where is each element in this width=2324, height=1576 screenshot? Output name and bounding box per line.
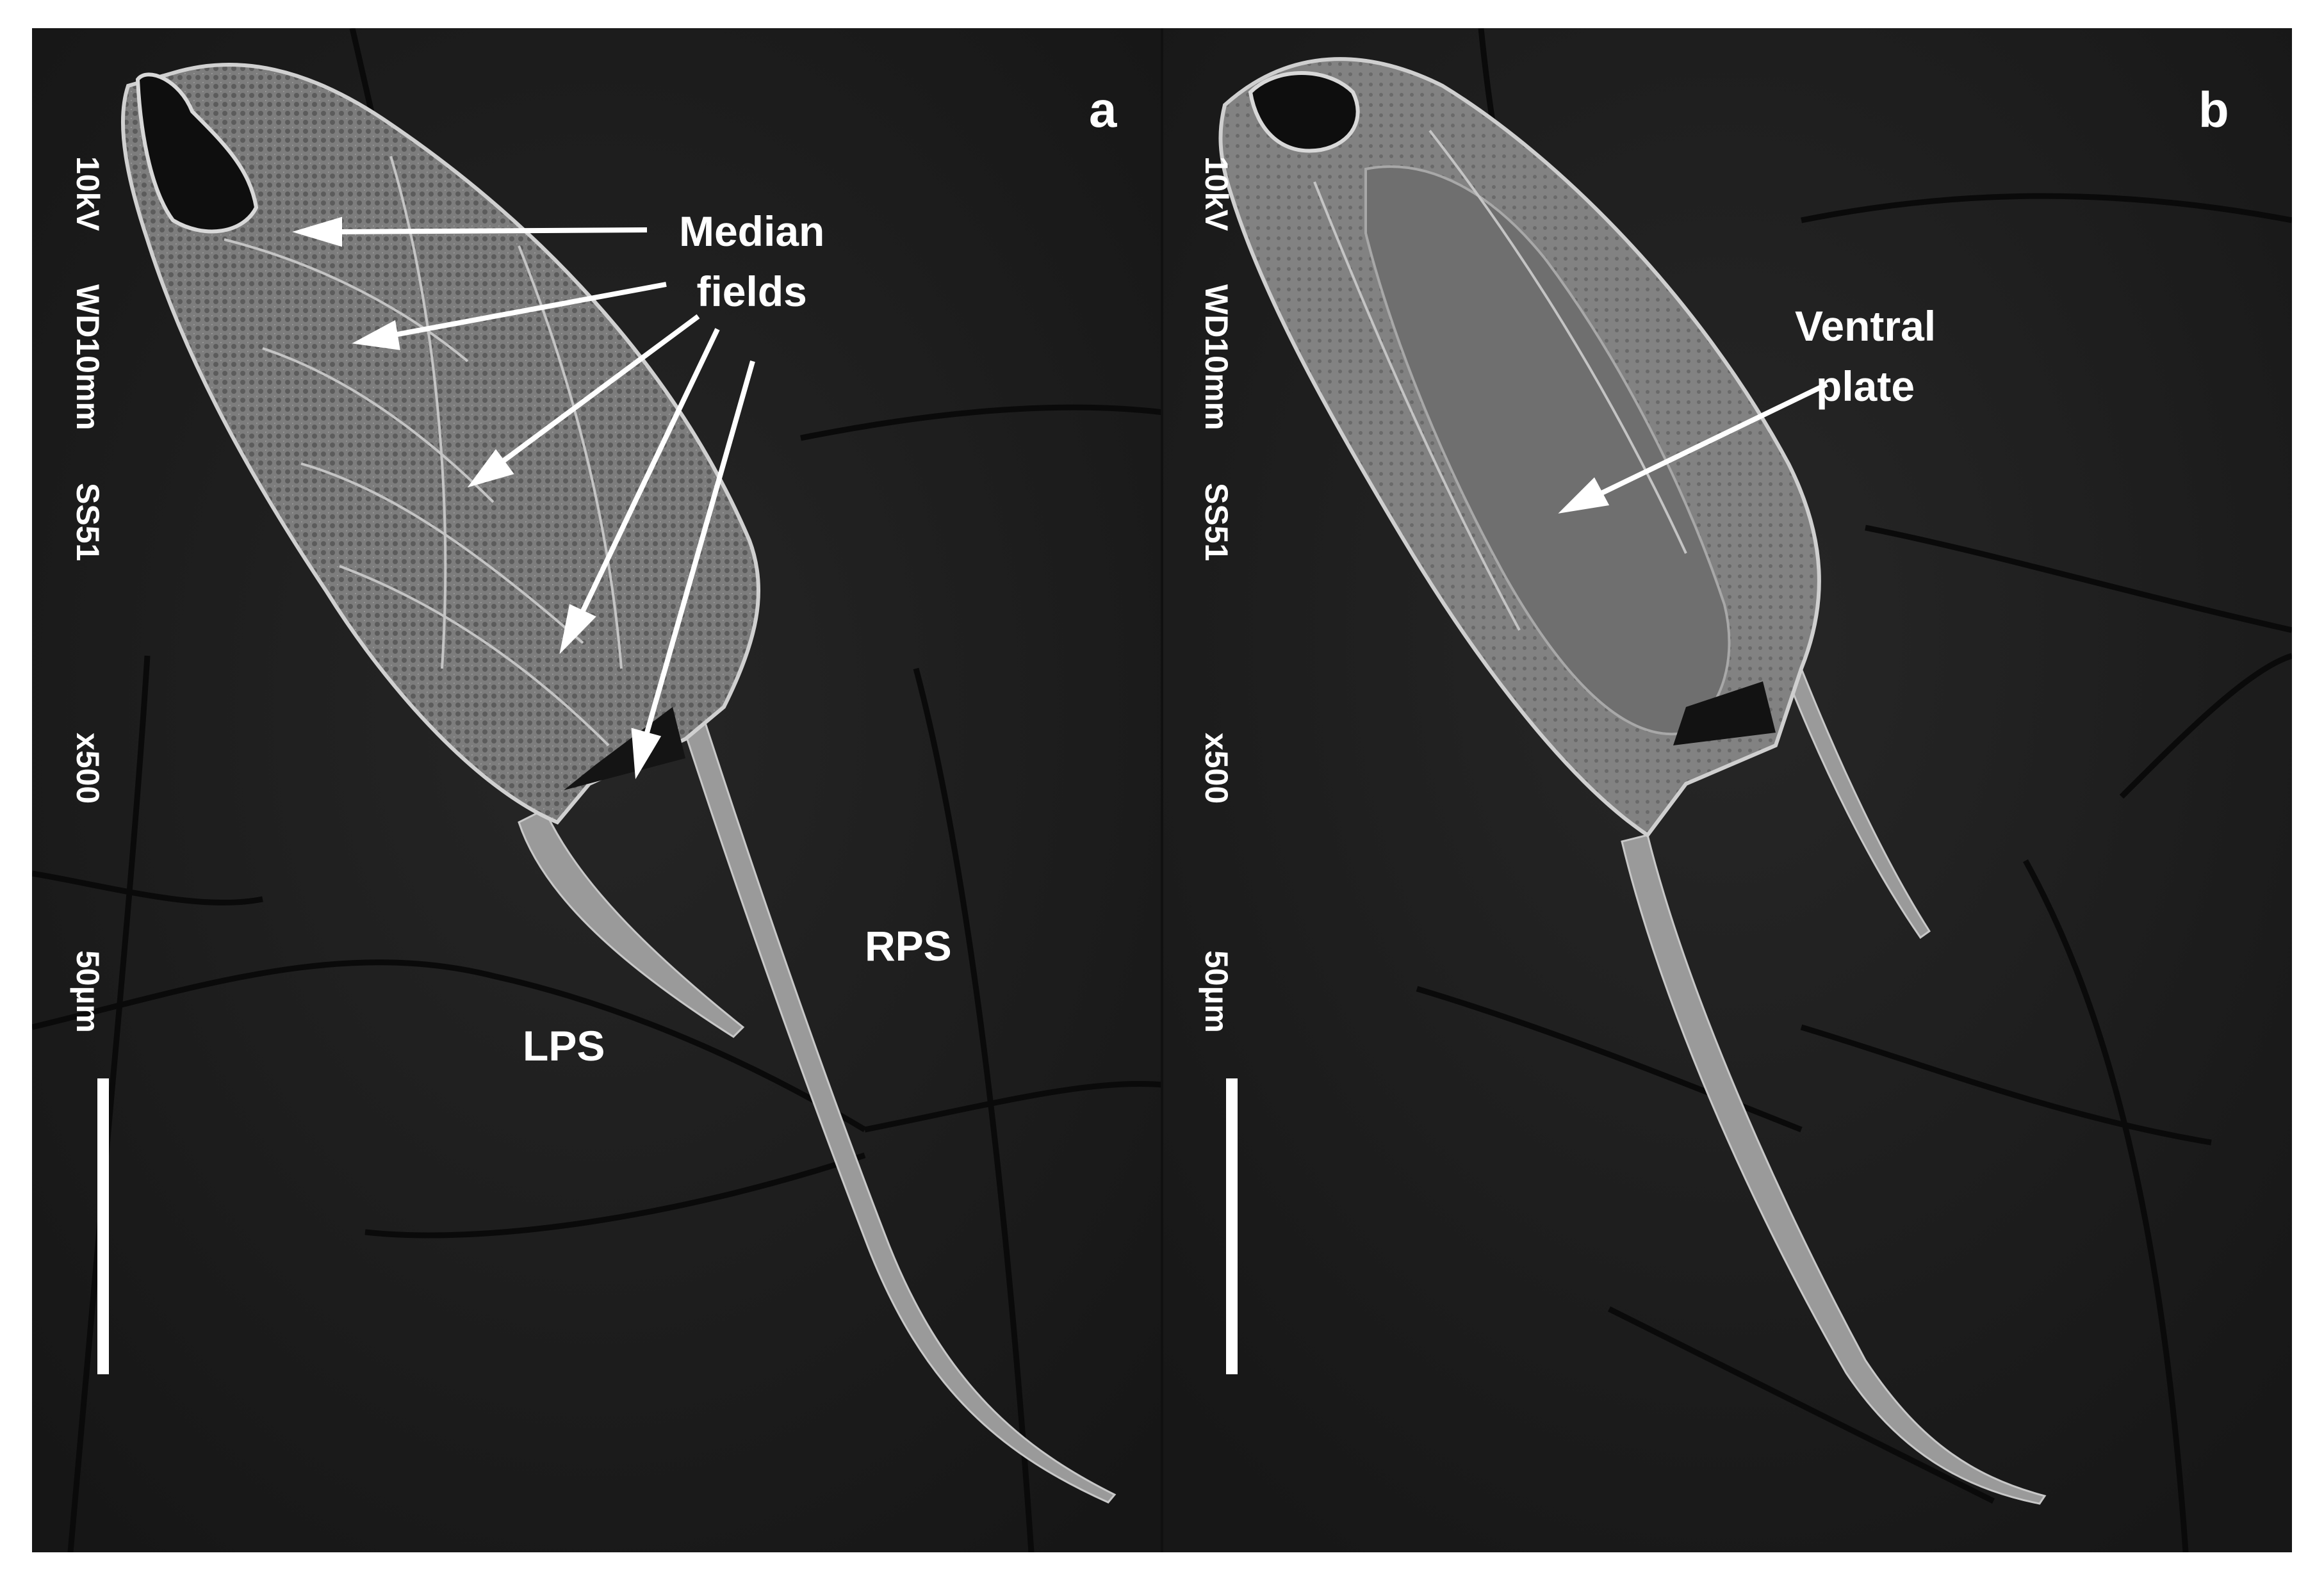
lps-label: LPS [523, 1022, 605, 1069]
scale-label: 50µm [70, 950, 106, 1033]
panel-letter-b: b [2198, 81, 2229, 138]
short-posterior-spine [1787, 667, 1931, 939]
voltage-label: 10kV [1199, 156, 1234, 231]
scale-label: 50µm [1199, 950, 1234, 1033]
panel-letter-a: a [1089, 81, 1117, 138]
magnification-label: x500 [1199, 733, 1234, 804]
median-line1: Median [679, 207, 825, 255]
sem-panel-a: a 10kV WD10mm SS51 x500 50µm Median fiel… [32, 28, 1163, 1552]
magnification-label: x500 [70, 733, 106, 804]
ventral-plate-label: Ventral plate [1795, 296, 1936, 416]
plate-sutures [1313, 129, 1687, 631]
ventral-line1: Ventral [1795, 302, 1936, 350]
spot-size-label: SS51 [1199, 483, 1234, 562]
sem-panel-b: b 10kV WD10mm SS51 x500 50µm Ventral pla… [1161, 28, 2292, 1552]
scale-bar [97, 1078, 109, 1374]
plate-sutures [224, 156, 623, 747]
long-posterior-spine [1621, 834, 2047, 1505]
left-posterior-spine [518, 808, 745, 1038]
annotation-arrows [292, 216, 755, 779]
annotation-arrows [1558, 382, 1828, 514]
ventral-line2: plate [1816, 362, 1915, 410]
inner-gap [1673, 681, 1776, 745]
anterior-opening [1248, 71, 1360, 153]
sem-micrograph-b [1161, 28, 2292, 1552]
scale-bar [1226, 1078, 1238, 1374]
right-posterior-spine [671, 679, 1117, 1504]
posterior-gap [564, 707, 685, 790]
panel-divider [1161, 28, 1163, 1552]
ventral-plate [1364, 165, 1731, 736]
anterior-opening [135, 72, 259, 234]
sem-info-a: 10kV WD10mm SS51 x500 50µm [63, 156, 111, 1053]
voltage-label: 10kV [70, 156, 106, 231]
median-line2: fields [696, 268, 807, 315]
sem-info-b: 10kV WD10mm SS51 x500 50µm [1191, 156, 1240, 1053]
sem-micrograph-a [32, 28, 1163, 1552]
working-distance-label: WD10mm [1199, 284, 1234, 430]
rps-label: RPS [865, 922, 952, 970]
spot-size-label: SS51 [70, 483, 106, 562]
working-distance-label: WD10mm [70, 284, 106, 430]
median-fields-label: Median fields [679, 201, 824, 321]
